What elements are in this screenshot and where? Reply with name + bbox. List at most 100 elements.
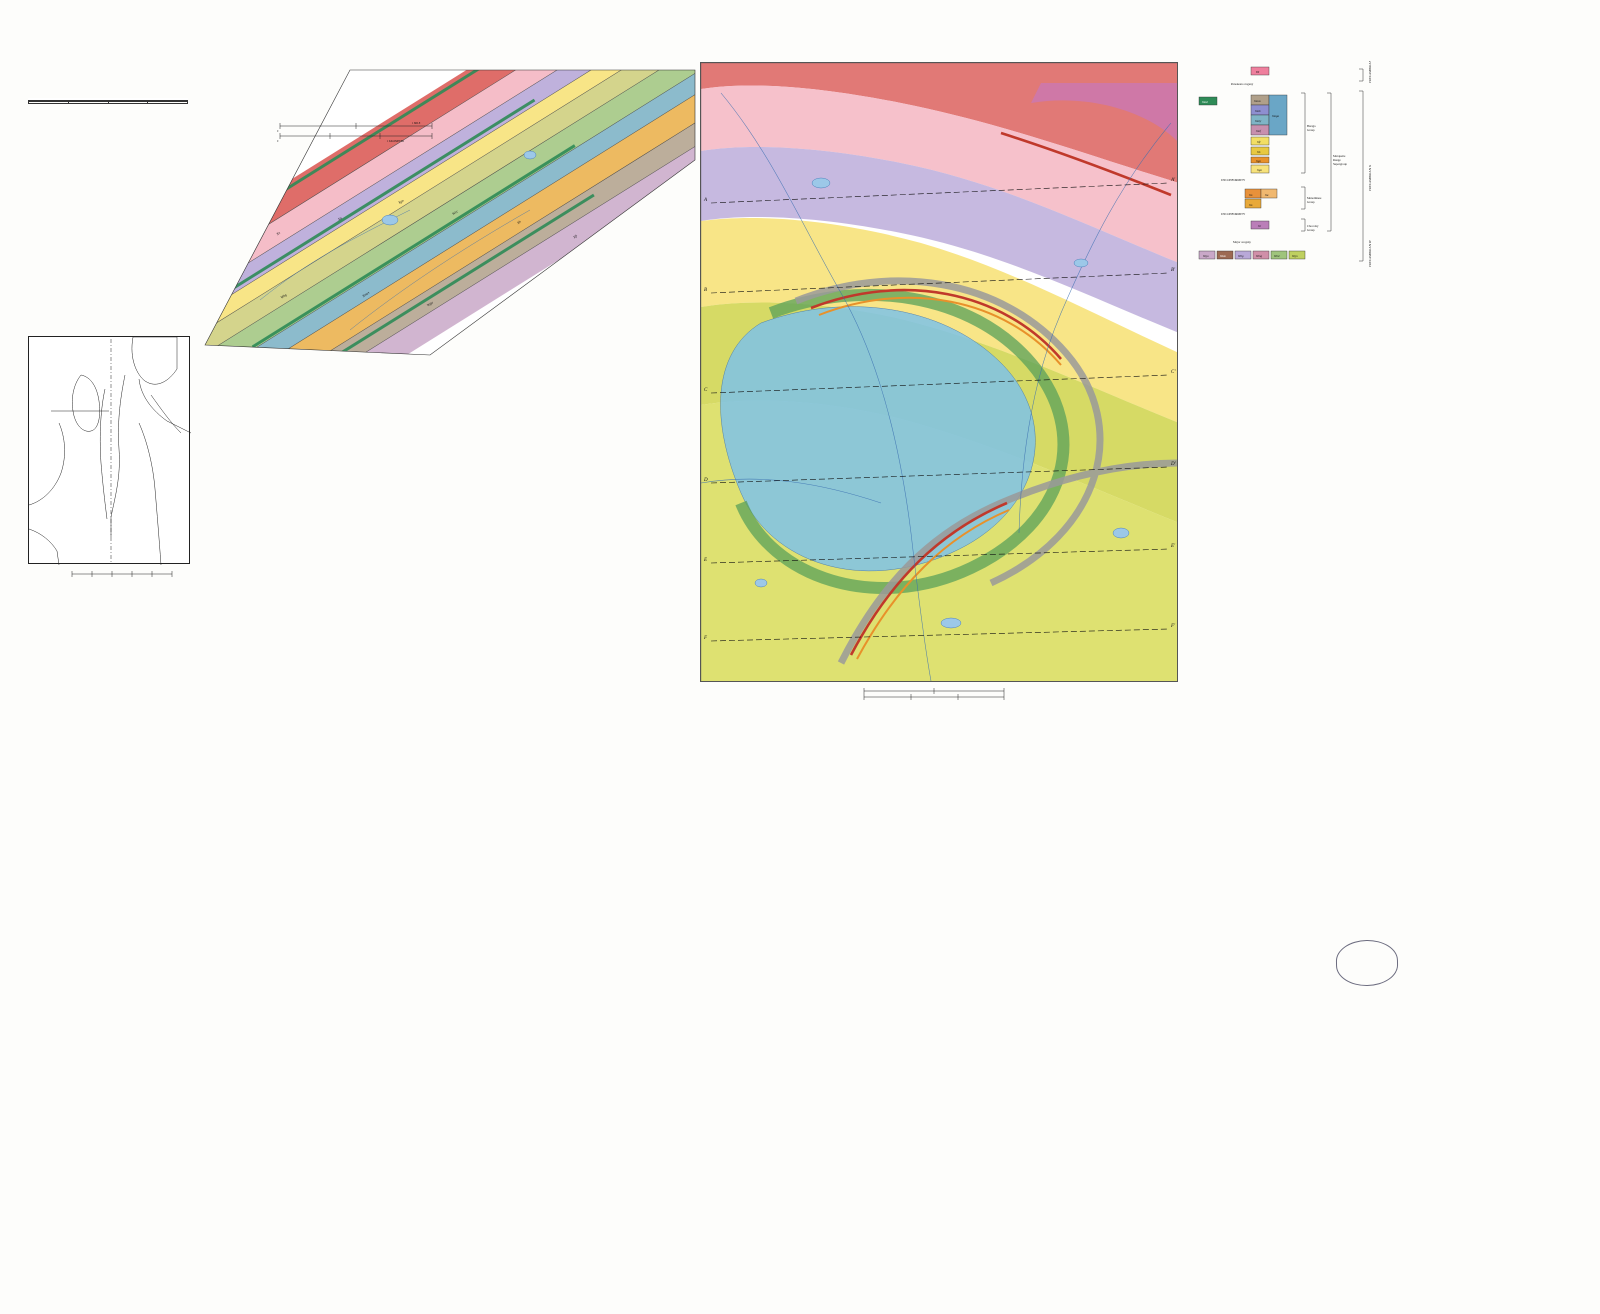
svg-text:Xmf: Xmf: [1255, 129, 1262, 133]
fig1-svg: [29, 337, 191, 565]
svg-text:Wbg: Wbg: [1238, 254, 1244, 258]
svg-text:B: B: [704, 288, 707, 293]
svg-text:Penokean orogeny: Penokean orogeny: [1231, 82, 1254, 86]
svg-text:1 MILE: 1 MILE: [412, 122, 421, 125]
svg-text:Wbg: Wbg: [280, 293, 288, 300]
svg-text:Wmi: Wmi: [1274, 254, 1280, 258]
svg-text:Yd: Yd: [1256, 70, 1260, 74]
th-range: [147, 101, 188, 104]
svg-text:Xr: Xr: [1257, 224, 1262, 228]
svg-text:Xmd: Xmd: [204, 248, 213, 255]
th-unit: [28, 101, 69, 104]
stamp-line-3: [1337, 945, 1397, 946]
svg-text:E: E: [703, 558, 707, 563]
svg-text:D: D: [703, 478, 708, 483]
svg-text:Xgo: Xgo: [397, 198, 405, 205]
svg-text:Xfr: Xfr: [572, 233, 579, 240]
svg-text:Xn: Xn: [275, 231, 281, 237]
geophysical-profiles: [0, 672, 1600, 1092]
svg-text:Xmus: Xmus: [361, 290, 371, 298]
svg-text:PRECAMBRIAN X: PRECAMBRIAN X: [1368, 164, 1372, 191]
svg-text:0: 0: [277, 130, 279, 133]
stamp-date: [1337, 945, 1397, 946]
svg-text:Chocolay: Chocolay: [1307, 224, 1319, 228]
svg-text:A: A: [703, 198, 708, 203]
svg-text:0: 0: [277, 140, 279, 142]
svg-text:Xh: Xh: [1256, 150, 1261, 154]
svg-text:Xgo: Xgo: [1256, 168, 1262, 172]
svg-text:C: C: [704, 388, 708, 393]
svg-text:Menominee: Menominee: [1307, 196, 1322, 200]
svg-text:Xgo: Xgo: [1255, 159, 1261, 163]
svg-text:Wcc: Wcc: [452, 209, 460, 216]
svg-text:F: F: [703, 636, 708, 641]
fig1-scale-svg: [71, 571, 173, 577]
svg-text:UNCONFORMITY: UNCONFORMITY: [1221, 212, 1246, 216]
correlation-of-map-units: Yd Xmd Xmus Xmb Xmly Xmf Xmga Xfr Xh Xgo…: [1185, 56, 1375, 291]
svg-text:Wgu: Wgu: [426, 300, 434, 307]
svg-text:Major orogeny: Major orogeny: [1233, 240, 1251, 244]
text-column-2: [200, 365, 308, 367]
detailed-geologic-map[interactable]: Xmd Xn Xa Xgo Wbg Wcc Xmus Xh Wgu Xfr: [200, 60, 700, 360]
svg-text:Xfr: Xfr: [1256, 140, 1262, 144]
svg-text:Wam: Wam: [1220, 254, 1227, 258]
svg-text:A': A': [1170, 178, 1176, 183]
svg-text:C': C': [1171, 370, 1176, 375]
svg-text:B': B': [1171, 268, 1176, 273]
svg-text:Xa: Xa: [1264, 193, 1269, 197]
svg-text:UNCONFORMITY: UNCONFORMITY: [1221, 178, 1246, 182]
svg-text:Group: Group: [1307, 228, 1315, 232]
left-text-column: [28, 95, 188, 108]
svg-text:Xmly: Xmly: [1254, 119, 1262, 123]
th-avg: [107, 101, 148, 104]
figure-1-container: [28, 336, 191, 587]
stamp-line-2: [1337, 945, 1397, 946]
detailed-map-scale: 0 1 MILE 0 1 KILOMETER: [272, 120, 447, 147]
svg-text:Xh: Xh: [515, 219, 521, 225]
svg-text:Xmd: Xmd: [1201, 100, 1208, 104]
svg-text:E': E': [1170, 544, 1176, 549]
svg-text:Xmb: Xmb: [1254, 109, 1261, 113]
density-table: [28, 98, 188, 104]
detailed-map-svg[interactable]: Xmd Xn Xa Xgo Wbg Wcc Xmus Xh Wgu Xfr: [200, 60, 700, 360]
svg-text:Wmg: Wmg: [1256, 254, 1263, 258]
text-column-4: [430, 365, 542, 515]
svg-text:Baraga: Baraga: [1307, 124, 1316, 128]
map-blue-lobe: [720, 306, 1036, 572]
svg-text:Wgn: Wgn: [1292, 254, 1298, 258]
svg-text:Xmga: Xmga: [1271, 114, 1279, 118]
figure-1-sketch-map: [28, 336, 191, 565]
map-green-band: [735, 288, 1070, 594]
fig1-scale-bar: [28, 566, 190, 584]
references-section: [1390, 452, 1594, 454]
correlation-chart: Yd Xmd Xmus Xmb Xmly Xmf Xmga Xfr Xh Xgo…: [1198, 56, 1372, 267]
th-samples: [67, 101, 108, 104]
table-header-row: [28, 101, 188, 104]
svg-text:Xmus: Xmus: [1253, 99, 1261, 103]
svg-text:Supergroup: Supergroup: [1333, 162, 1347, 166]
main-scale-bar: [863, 688, 1005, 700]
svg-text:PRECAMBRIAN W: PRECAMBRIAN W: [1368, 240, 1372, 267]
stamp-line-1: [1337, 945, 1397, 946]
svg-text:Marquette: Marquette: [1333, 154, 1346, 158]
detmap-scale-svg: 0 1 MILE 0 1 KILOMETER: [277, 122, 433, 143]
map-symbols-legend: [1388, 300, 1594, 303]
table-caption: [28, 98, 188, 101]
svg-text:Wgu: Wgu: [1203, 254, 1209, 258]
text-column-3: [314, 365, 424, 478]
svg-text:Range: Range: [1333, 158, 1341, 162]
svg-text:Xn: Xn: [1248, 203, 1253, 207]
main-map-svg[interactable]: AA' BB' CC' DD' EE' FF': [701, 63, 1178, 682]
svg-text:Xn: Xn: [1248, 193, 1253, 197]
svg-text:PRECAMBRIAN Y: PRECAMBRIAN Y: [1368, 61, 1372, 83]
svg-text:D': D': [1170, 462, 1177, 467]
svg-text:1 KILOMETER: 1 KILOMETER: [387, 140, 404, 142]
description-of-map-units: [1182, 290, 1378, 294]
svg-text:Xa: Xa: [336, 216, 342, 222]
library-stamp: [1335, 939, 1399, 987]
svg-text:Group: Group: [1307, 200, 1315, 204]
svg-text:Group: Group: [1307, 128, 1315, 132]
main-map-notes: [700, 686, 1178, 703]
